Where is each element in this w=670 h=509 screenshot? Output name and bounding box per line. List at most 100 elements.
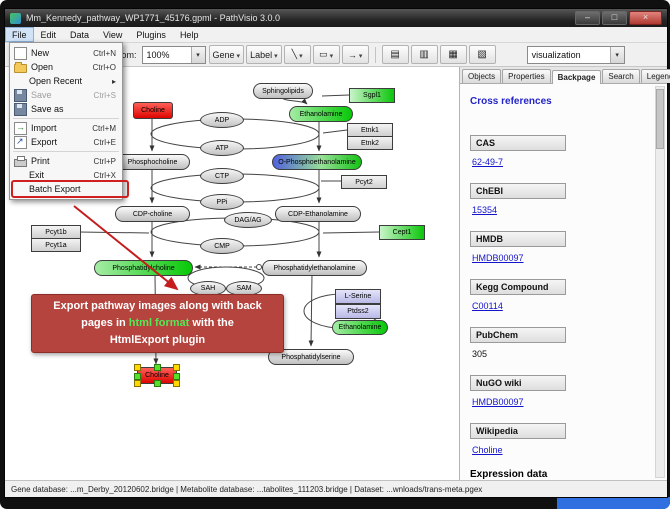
pathway-node-phosphatidylethanolamine[interactable]: Phosphatidylethanolamine — [262, 260, 367, 276]
pathway-node-cdp-ethanolamine[interactable]: CDP-Ethanolamine — [275, 206, 361, 222]
visualization-value: visualization — [531, 49, 581, 60]
menu-item-label: Exit — [29, 170, 45, 180]
selection-handle[interactable] — [134, 372, 141, 380]
menu-view[interactable]: View — [103, 29, 123, 40]
pathway-node-ethanolamine[interactable]: Ethanolamine — [332, 320, 388, 335]
pathway-node-cmp[interactable]: CMP — [200, 238, 244, 254]
pathway-node-l-serine[interactable]: L-Serine — [335, 289, 381, 304]
pathway-node-pcyt1a[interactable]: Pcyt1a — [31, 238, 81, 252]
pathway-node-phosphatidylserine[interactable]: Phosphatidylserine — [268, 349, 354, 365]
pathway-node-adp[interactable]: ADP — [200, 112, 244, 128]
crossref-link[interactable]: C00114 — [472, 301, 503, 311]
selection-handle[interactable] — [173, 364, 180, 371]
zoom-combobox[interactable]: 100% — [141, 45, 206, 64]
selection-handle[interactable] — [134, 380, 141, 387]
zoom-label: Zoom: — [111, 49, 137, 60]
pathway-node-atp[interactable]: ATP — [200, 140, 244, 156]
tab-backpage[interactable]: Backpage — [551, 70, 602, 84]
tab-legend[interactable]: Legend — [640, 69, 670, 83]
align-left-button[interactable]: ▤ — [381, 45, 409, 64]
chevron-down-icon — [330, 50, 334, 60]
maximize-button[interactable]: □ — [602, 11, 627, 25]
pathway-node-ethanolamine[interactable]: Ethanolamine — [289, 106, 353, 122]
crossref-link[interactable]: Choline — [472, 445, 503, 455]
selection-handle[interactable] — [173, 380, 180, 387]
selection-handle[interactable] — [173, 372, 180, 380]
pathway-node-ctp[interactable]: CTP — [200, 168, 244, 184]
selection-handle[interactable] — [154, 364, 161, 371]
crossref-database-name: Kegg Compound — [470, 279, 566, 295]
scrollbar-thumb[interactable] — [656, 89, 664, 149]
pathway-node-etnk1[interactable]: Etnk1 — [347, 123, 393, 137]
tab-properties[interactable]: Properties — [502, 69, 551, 83]
crossref-link[interactable]: HMDB00097 — [472, 253, 524, 263]
sidebar-scrollbar[interactable] — [655, 86, 665, 478]
pathway-node-cept1[interactable]: Cept1 — [379, 225, 425, 240]
pathway-node-ppi[interactable]: PPi — [200, 194, 244, 210]
export-icon — [14, 135, 27, 149]
menu-item-open-recent[interactable]: Open Recent — [10, 74, 122, 88]
crossref-link[interactable]: HMDB00097 — [472, 397, 524, 407]
tab-objects[interactable]: Objects — [462, 69, 502, 83]
menu-shortcut: Ctrl+P — [93, 156, 116, 166]
blank-icon — [14, 76, 25, 87]
selection-handle[interactable] — [134, 364, 141, 371]
menu-item-save-as[interactable]: Save as — [10, 102, 122, 116]
pathway-node-pcyt2[interactable]: Pcyt2 — [341, 175, 387, 189]
pathway-node-pcyt1b[interactable]: Pcyt1b — [31, 225, 81, 239]
pathway-node-choline[interactable]: Choline — [133, 102, 173, 119]
menu-item-batch-export[interactable]: Batch Export — [10, 180, 129, 198]
close-button[interactable]: × — [629, 11, 662, 25]
align-left-icon: ▤ — [390, 48, 400, 60]
pathway-node-sgpl1[interactable]: Sgpl1 — [349, 88, 395, 103]
pathway-node-phosphatidylcholine[interactable]: Phosphatidylcholine — [94, 260, 193, 276]
annotation-text: Export pathway images along with back — [53, 300, 262, 312]
annotation-text: pages in — [81, 317, 129, 329]
line-tool-button[interactable]: ╲ — [283, 45, 311, 64]
pathway-node-o-phosphoethanolamine[interactable]: O-Phosphoethanolamine — [272, 154, 362, 170]
crossref-link[interactable]: 15354 — [472, 205, 498, 215]
align-center-button[interactable]: ▥ — [410, 45, 438, 64]
toolbar-separator — [374, 46, 376, 63]
menu-item-label: Save as — [31, 104, 64, 114]
crossref-database-name: NuGO wiki — [470, 375, 566, 391]
pathway-node-cdp-choline[interactable]: CDP-choline — [115, 206, 190, 222]
menu-edit[interactable]: Edit — [40, 29, 57, 40]
label-tool-button[interactable]: Label — [246, 45, 282, 64]
menu-help[interactable]: Help — [179, 29, 199, 40]
pathway-node-etnk2[interactable]: Etnk2 — [347, 136, 393, 150]
crossref-value: 305 — [472, 349, 488, 359]
menu-shortcut: Ctrl+M — [92, 123, 116, 133]
pathway-node-sphingolipids[interactable]: Sphingolipids — [253, 83, 313, 99]
pathway-node-dag-ag[interactable]: DAG/AG — [224, 212, 272, 228]
crossref-database-name: CAS — [470, 135, 566, 151]
shape-tool-button[interactable]: ▭ — [312, 45, 340, 64]
datanode-tool-button[interactable]: Gene — [208, 45, 245, 64]
tab-search[interactable]: Search — [602, 69, 640, 83]
pathway-node-ptdss2[interactable]: Ptdss2 — [335, 304, 381, 319]
visualization-combobox[interactable]: visualization — [526, 45, 625, 64]
menu-plugins[interactable]: Plugins — [136, 29, 166, 40]
menu-file[interactable]: File — [5, 27, 34, 42]
selection-handle[interactable] — [154, 380, 161, 387]
chevron-down-icon — [609, 46, 624, 63]
pathway-node-phosphocholine[interactable]: Phosphocholine — [115, 154, 190, 170]
minimize-button[interactable]: – — [575, 11, 600, 25]
crossref-link[interactable]: 62-49-7 — [472, 157, 504, 167]
align-top-button[interactable]: ▦ — [439, 45, 467, 64]
status-text: Gene database: ...m_Derby_20120602.bridg… — [11, 484, 483, 494]
distribute-button[interactable]: ▧ — [468, 45, 496, 64]
titlebar[interactable]: Mm_Kennedy_pathway_WP1771_45176.gpml - P… — [5, 9, 667, 27]
connector-tool-button[interactable]: → — [341, 45, 369, 64]
menu-shortcut: Ctrl+O — [92, 62, 116, 72]
menu-data[interactable]: Data — [70, 29, 90, 40]
